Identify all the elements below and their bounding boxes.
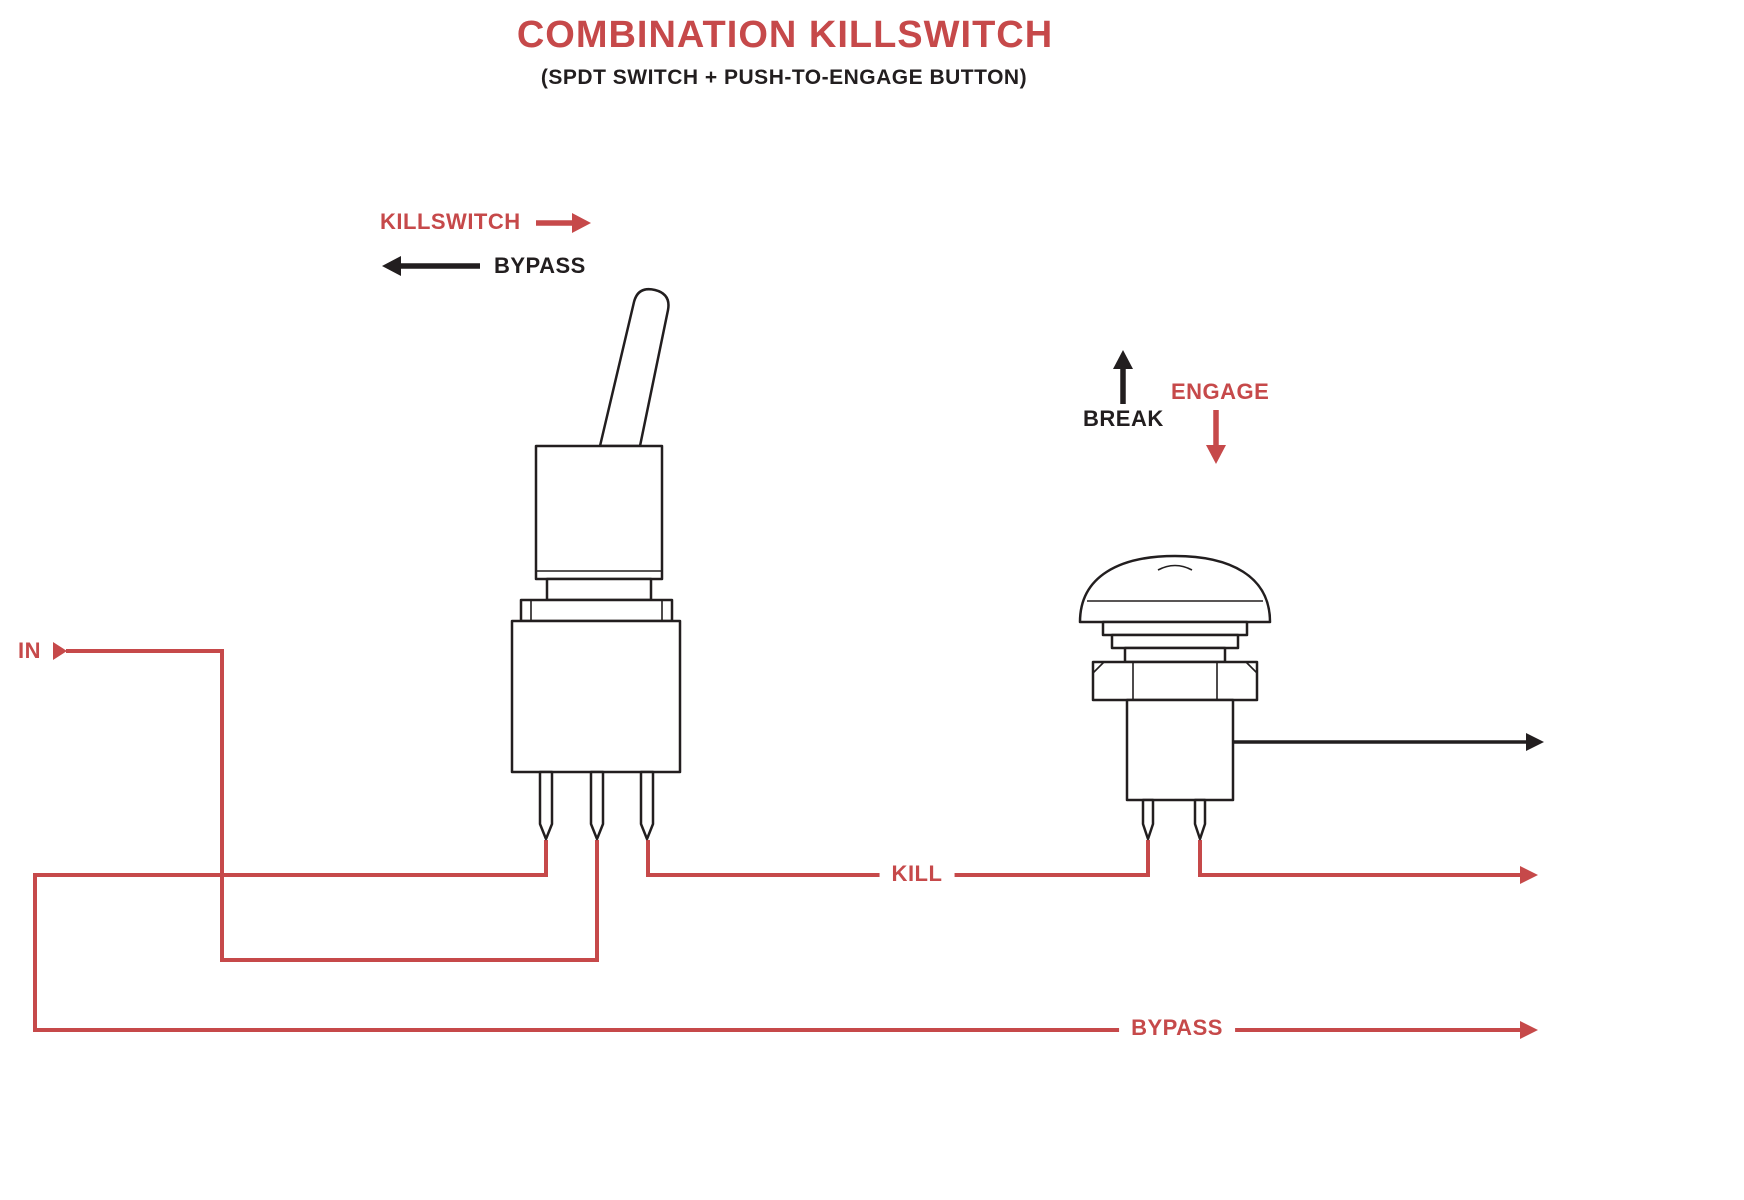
toggle-bushing xyxy=(545,577,653,602)
killswitch-label: KILLSWITCH xyxy=(380,209,521,234)
wire-bypass xyxy=(33,840,1538,1039)
toggle-base xyxy=(510,619,682,774)
wire-in-to-common xyxy=(53,642,599,962)
page-subtitle: (SPDT SWITCH + PUSH-TO-ENGAGE BUTTON) xyxy=(540,66,1028,89)
break-direction-arrow-icon xyxy=(1113,350,1133,404)
toggle-flange xyxy=(519,598,674,623)
toggle-lever xyxy=(598,288,670,448)
bypass-wire-label: BYPASS xyxy=(1119,1015,1235,1041)
bypass-direction-arrow-icon xyxy=(382,256,480,276)
bypass-top-label: BYPASS xyxy=(494,253,586,278)
engage-direction-arrow-icon xyxy=(1206,410,1226,464)
button-lip xyxy=(1101,620,1249,637)
bypass-wire-arrow-icon xyxy=(1520,1021,1538,1039)
button-body xyxy=(1125,698,1235,802)
toggle-pin-middle xyxy=(589,770,605,841)
page-title: COMBINATION KILLSWITCH xyxy=(516,14,1054,56)
button-hex-nut xyxy=(1091,660,1259,702)
button-washer xyxy=(1110,633,1240,650)
killswitch-direction-arrow-icon xyxy=(536,213,591,233)
button-pin-left xyxy=(1141,798,1155,841)
in-label: IN xyxy=(18,638,41,663)
kill-wire-label: KILL xyxy=(879,861,955,887)
button-pin-right xyxy=(1193,798,1207,841)
button-dome xyxy=(1078,554,1272,624)
toggle-pin-left xyxy=(538,770,554,841)
engage-label: ENGAGE xyxy=(1171,379,1270,404)
break-label: BREAK xyxy=(1083,406,1164,431)
push-button-drawing xyxy=(1078,554,1272,841)
button-bushing xyxy=(1123,646,1227,664)
toggle-body xyxy=(534,444,664,581)
toggle-switch-drawing xyxy=(510,288,682,841)
toggle-pin-right xyxy=(639,770,655,841)
kill-wire-arrow-icon xyxy=(1520,866,1538,884)
wire-kill xyxy=(646,840,1538,884)
in-arrow-icon xyxy=(53,642,67,660)
out-wire-arrow-icon xyxy=(1526,733,1544,751)
